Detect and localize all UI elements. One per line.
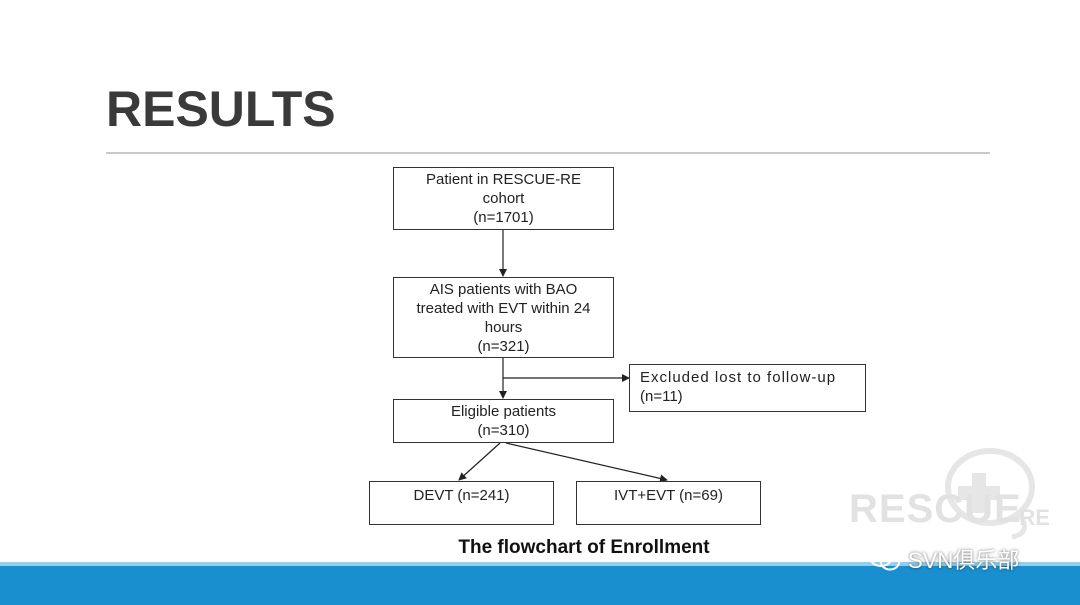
flowchart-caption: The flowchart of Enrollment [458,537,710,558]
wechat-account-label: SVN俱乐部 [868,544,1019,574]
edge-eligible-ivt [505,442,668,483]
node-excluded-line2: (n=11) [640,388,683,405]
wechat-icon [869,547,900,571]
node-devt: DEVT (n=241) [369,481,554,525]
node-cohort-line2: cohort [482,190,525,207]
node-ivt-line1: IVT+EVT (n=69) [614,487,723,504]
node-excluded: Excluded lost to follow-up (n=11) [629,364,866,412]
title-divider [106,152,990,154]
node-cohort-line3: (n=1701) [473,209,534,226]
node-eligible-line1: Eligible patients [450,403,557,420]
node-excluded-line1: Excluded lost to follow-up [640,369,837,386]
watermark-logo-text: RESCUE [849,487,1022,531]
footer-bar [0,566,1080,605]
edge-eligible-devt [458,442,501,481]
node-ais-line1: AIS patients with BAO [429,280,578,298]
node-ivt: IVT+EVT (n=69) [576,481,761,525]
node-devt-line1: DEVT (n=241) [413,487,510,504]
node-eligible-line2: (n=310) [477,422,530,439]
node-ais: AIS patients with BAO treated with EVT w… [393,277,614,358]
node-ais-line4: (n=321) [477,337,530,355]
watermark-logo-suffix: -RE [1012,505,1050,530]
node-eligible: Eligible patients (n=310) [393,399,614,443]
node-cohort: Patient in RESCUE-RE cohort (n=1701) [393,167,614,230]
node-ais-line2: treated with EVT within 24 [416,299,591,317]
node-ais-line3: hours [484,318,523,336]
slide-title: RESULTS [106,81,336,137]
footer-accent-line [0,562,1080,566]
node-cohort-line1: Patient in RESCUE-RE [425,171,582,188]
rescue-logo-icon [945,448,1035,540]
wechat-label-text: SVN俱乐部 [908,548,1020,573]
